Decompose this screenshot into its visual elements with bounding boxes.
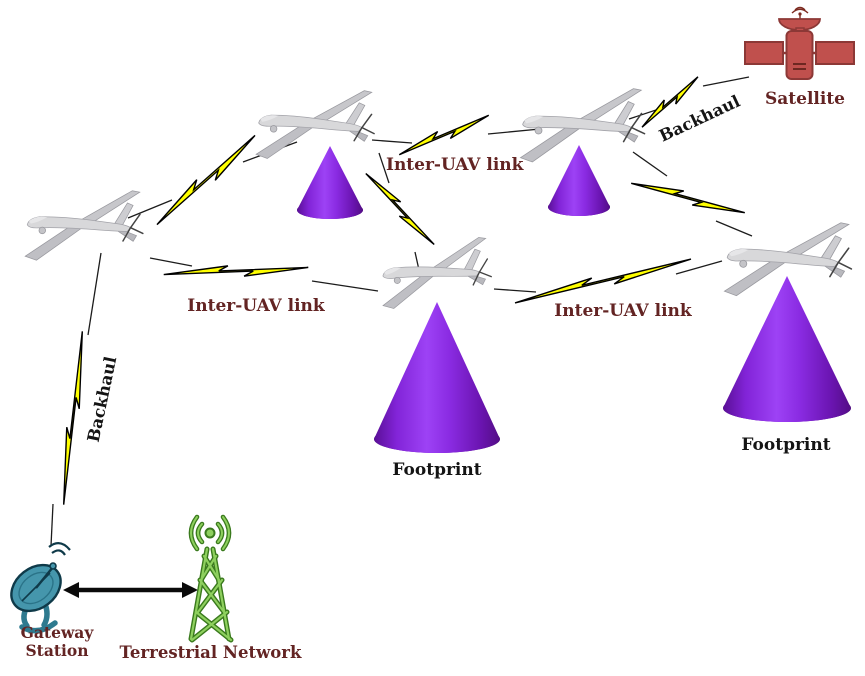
inter-uav-link-label-right: Inter-UAV link	[554, 301, 692, 321]
terrestrial-network-label: Terrestrial Network	[119, 643, 302, 662]
footprint-cone-icon	[374, 302, 500, 453]
satellite-icon	[744, 6, 855, 80]
uav-drone-icon	[375, 235, 495, 311]
double-arrow-icon	[63, 582, 198, 598]
footprint-label-middle: Footprint	[392, 460, 482, 480]
lightning-link-icon	[630, 161, 746, 235]
inter-uav-link-label-top: Inter-UAV link	[386, 155, 524, 175]
lightning-link-icon	[394, 114, 494, 156]
satellite-label: Satellite	[764, 89, 845, 109]
lightning-link-icon	[162, 251, 310, 291]
inter-uav-link-label-left: Inter-UAV link	[187, 296, 325, 316]
gateway-station-label: Gateway Station	[20, 623, 94, 660]
lightning-link-icon	[365, 161, 435, 257]
terrestrial-tower-icon	[188, 514, 234, 643]
link-lines	[50, 76, 753, 547]
lightning-link-icon	[142, 134, 270, 226]
wifi-waves-icon	[188, 514, 232, 552]
gateway-dish-icon	[10, 542, 71, 634]
uav-drone-icon	[21, 189, 145, 262]
lightning-link-icon	[511, 257, 695, 305]
uav-drone-icon	[253, 89, 376, 160]
wifi-waves-icon	[48, 542, 71, 556]
footprint-cone-icon	[548, 145, 610, 216]
footprint-label-right: Footprint	[741, 435, 831, 455]
footprint-cone-icon	[297, 146, 363, 219]
footprint-cone-icon	[723, 276, 851, 422]
